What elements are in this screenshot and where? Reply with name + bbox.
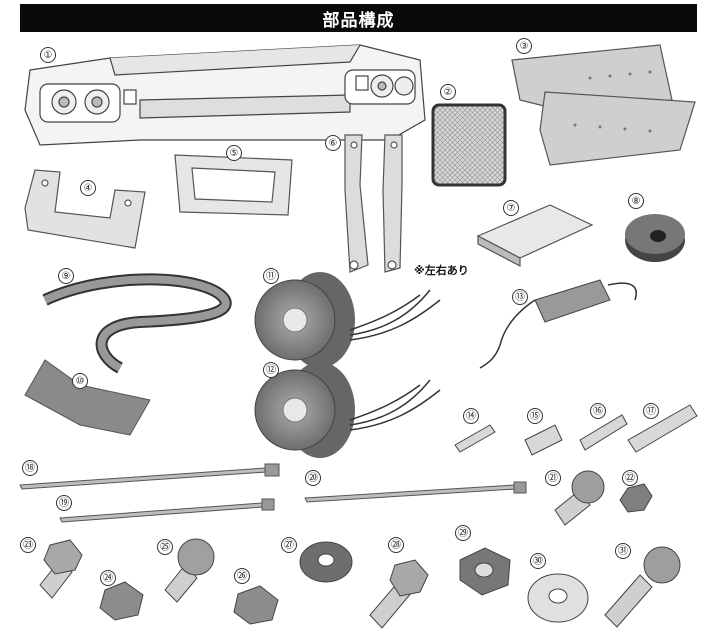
part-number-12: ⑫	[263, 362, 279, 378]
part-number-31: ㉛	[615, 543, 631, 559]
part-number-23: ㉓	[20, 537, 36, 553]
part-number-8: ⑧	[628, 193, 644, 209]
stay-brackets	[344, 134, 403, 273]
part-number-29: ㉙	[455, 525, 471, 541]
side-plates	[511, 44, 696, 166]
part-number-18: ⑱	[22, 460, 38, 476]
part-number-17: ⑰	[643, 403, 659, 419]
resistor-unit	[479, 279, 637, 369]
cable-tie-19	[59, 502, 264, 523]
part-number-5: ⑤	[226, 145, 242, 161]
sleeve-15	[524, 424, 563, 456]
cable-tie-head-18	[264, 463, 280, 477]
cable-tie-20	[304, 484, 517, 503]
part-number-24: ㉔	[100, 570, 116, 586]
part-number-11: ⑪	[263, 268, 279, 284]
part-number-20: ⑳	[305, 470, 321, 486]
terminal-16	[579, 414, 628, 451]
fog-lamp-left	[254, 272, 441, 368]
fog-lamp-right	[254, 362, 441, 458]
part-number-14: ⑭	[463, 408, 479, 424]
cable-tie-18	[19, 467, 267, 490]
adhesive-sheet	[24, 359, 151, 436]
part-number-10: ⑩	[72, 373, 88, 389]
part-number-16: ⑯	[590, 403, 606, 419]
left-right-note: ※左右あり	[414, 265, 469, 277]
rubber-grommet	[625, 214, 685, 262]
part-number-6: ⑥	[325, 135, 341, 151]
part-number-13: ⑬	[512, 289, 528, 305]
part-number-30: ㉚	[530, 553, 546, 569]
part-number-25: ㉕	[157, 539, 173, 555]
mount-bracket	[174, 154, 293, 216]
part-number-1: ①	[40, 47, 56, 63]
part-number-4: ④	[80, 180, 96, 196]
part-number-9: ⑨	[58, 268, 74, 284]
sleeve-17	[627, 404, 698, 453]
part-number-2: ②	[440, 84, 456, 100]
part-number-21: ㉑	[545, 470, 561, 486]
part-number-28: ㉘	[388, 537, 404, 553]
part-number-26: ㉖	[234, 568, 250, 584]
foam-pad	[476, 204, 594, 267]
mesh-grille	[431, 103, 507, 187]
terminal-14	[454, 424, 496, 453]
page-title: 部品構成	[20, 4, 697, 32]
part-number-22: ㉒	[622, 470, 638, 486]
part-number-15: ⑮	[527, 408, 543, 424]
part-number-27: ㉗	[281, 537, 297, 553]
part-number-7: ⑦	[503, 200, 519, 216]
part-number-19: ⑲	[56, 495, 72, 511]
lower-bracket	[24, 169, 146, 249]
front-bumper	[24, 44, 426, 146]
part-number-3: ③	[516, 38, 532, 54]
